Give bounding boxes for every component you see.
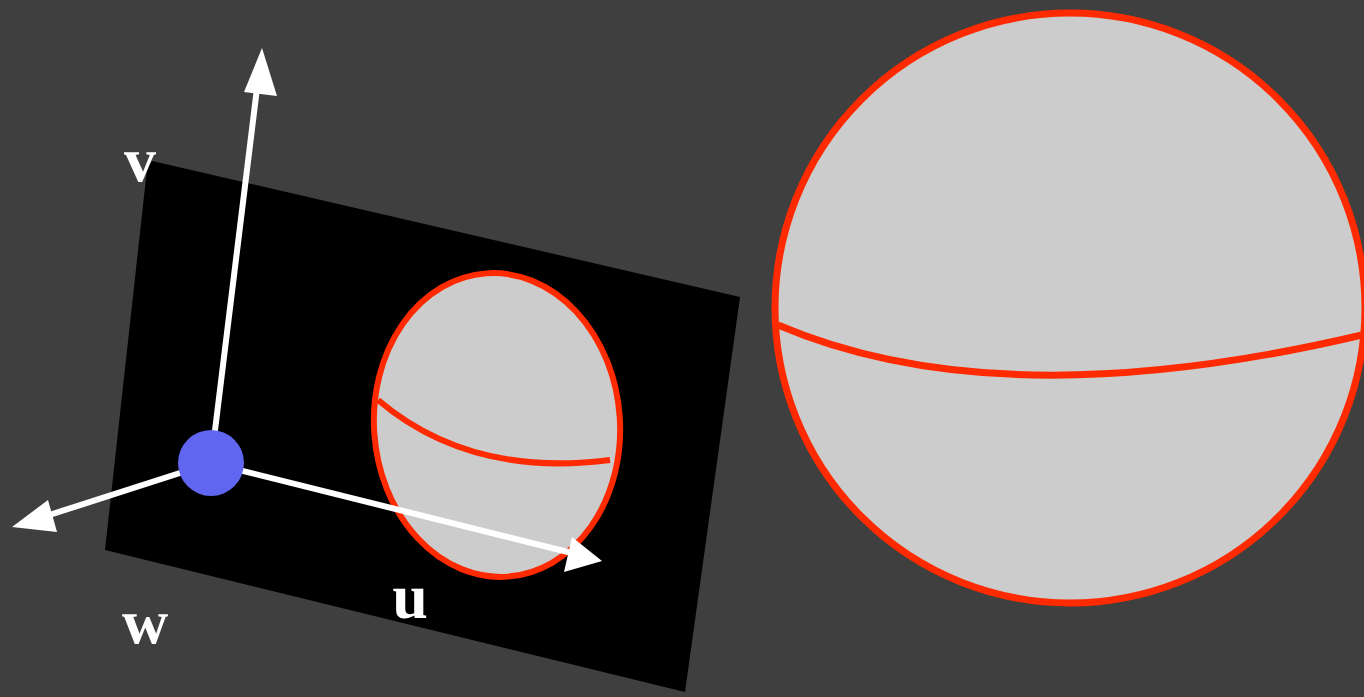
image-plane xyxy=(105,160,740,692)
axis-label: w xyxy=(122,590,168,654)
axis-label: u xyxy=(392,565,428,629)
u-axis xyxy=(211,463,572,553)
v-axis xyxy=(211,80,258,463)
camera-center xyxy=(178,430,244,496)
arrowhead xyxy=(12,500,57,532)
sphere xyxy=(775,13,1364,603)
axis-arrows xyxy=(12,48,602,572)
arrowhead xyxy=(244,48,277,96)
arrowhead xyxy=(564,537,602,572)
axis-label: v xyxy=(124,128,156,192)
